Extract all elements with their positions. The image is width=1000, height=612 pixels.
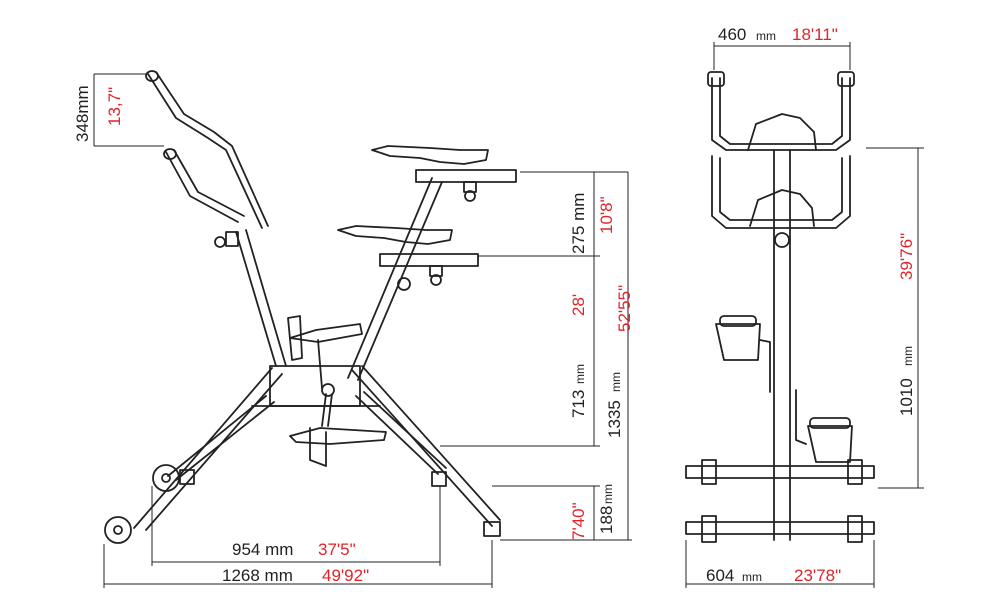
front-view-dimensions bbox=[685, 42, 924, 588]
upper-handle-grip bbox=[146, 71, 158, 81]
front-upper-grip-right bbox=[838, 72, 854, 86]
mid-wheel-hub bbox=[162, 474, 170, 482]
handle-rise-imperial: 13,7" bbox=[105, 87, 124, 126]
upper-pedal-cage bbox=[288, 316, 302, 360]
lower-seat-rail bbox=[380, 254, 478, 266]
front-view-frame bbox=[686, 72, 874, 542]
front-upper-foot-right bbox=[848, 460, 862, 484]
front-crank-right bbox=[796, 390, 806, 444]
front-wheel bbox=[105, 517, 131, 543]
pedal-link bbox=[318, 340, 322, 388]
seat-height-unit: mm bbox=[573, 364, 587, 384]
center-housing bbox=[270, 366, 360, 406]
seat-post-knob bbox=[398, 278, 410, 290]
lower-seat bbox=[338, 226, 452, 244]
foot-height-imperial: 7'40" bbox=[569, 502, 588, 540]
frame-height-value: 1010 bbox=[897, 378, 916, 416]
seat-adjust-metric: 275 mm bbox=[569, 193, 588, 254]
inner-rear-leg bbox=[356, 392, 446, 474]
lower-seat-bracket bbox=[430, 266, 442, 276]
front-upper-foot-left bbox=[702, 460, 716, 484]
front-lower-handlebar bbox=[712, 156, 850, 228]
handle-rise-metric: 348mm bbox=[73, 85, 92, 142]
total-length-imperial: 49'92" bbox=[322, 566, 369, 585]
handle-knob bbox=[215, 237, 225, 247]
mid-wheel bbox=[153, 465, 179, 491]
front-upper-foot-bar bbox=[686, 466, 874, 478]
lower-handle-grip bbox=[164, 149, 176, 159]
rear-upright bbox=[348, 178, 442, 380]
lower-pedal-cage bbox=[310, 428, 326, 466]
seat-height-value: 713 bbox=[569, 390, 588, 418]
front-wheel-hub bbox=[114, 526, 122, 534]
mid-wheel-bracket bbox=[180, 470, 194, 484]
front-view-labels: 460 mm 18'11" 39'76" 1010 mm 604 mm 23'7… bbox=[706, 25, 916, 585]
front-upper-seat bbox=[748, 114, 816, 150]
lower-handlebar bbox=[166, 152, 238, 222]
handle-width-unit: mm bbox=[756, 29, 776, 43]
crank-arm bbox=[322, 394, 332, 426]
upper-pedal bbox=[290, 324, 362, 342]
lower-seat-knob bbox=[431, 275, 441, 285]
front-upper-grip-left bbox=[708, 72, 724, 86]
total-length-metric: 1268 mm bbox=[222, 566, 293, 585]
front-crank-left bbox=[760, 340, 770, 392]
foot-height-unit: mm bbox=[601, 484, 615, 504]
front-lower-seat bbox=[750, 190, 814, 226]
front-pedal-right bbox=[808, 426, 852, 462]
rear-foot-upper bbox=[432, 472, 446, 486]
side-view-labels: 348mm 13,7" 275 mm 10'8" 28' 52'55" 713 … bbox=[73, 85, 634, 585]
handle-width-value: 460 bbox=[718, 25, 746, 44]
front-post-knob bbox=[775, 233, 789, 247]
lower-pedal bbox=[290, 428, 386, 444]
foot-height-value: 188 bbox=[597, 506, 616, 534]
lower-handlebar-inner bbox=[174, 150, 244, 216]
handle-width-imperial: 18'11" bbox=[792, 25, 838, 44]
base-width-value: 604 bbox=[706, 566, 734, 585]
inner-length-imperial: 37'5" bbox=[318, 540, 356, 559]
front-leg bbox=[134, 368, 282, 530]
upper-seat-bracket bbox=[464, 182, 476, 192]
inner-length-metric: 954 mm bbox=[232, 540, 293, 559]
base-width-unit: mm bbox=[742, 570, 762, 584]
seat-adjust-imperial: 10'8" bbox=[597, 196, 616, 234]
front-pedal-right-strap bbox=[810, 418, 850, 428]
total-height-value: 1335 bbox=[605, 400, 624, 438]
crank-hub bbox=[322, 384, 334, 396]
upper-handlebar bbox=[148, 74, 262, 228]
front-lower-foot-bar bbox=[686, 522, 874, 534]
front-lower-foot-right bbox=[848, 516, 862, 542]
upper-seat bbox=[372, 146, 488, 164]
frame-height-unit: mm bbox=[901, 346, 915, 366]
rear-leg bbox=[352, 366, 500, 526]
side-view-frame bbox=[105, 71, 516, 543]
upper-handlebar-inner bbox=[156, 72, 268, 226]
front-lower-foot-left bbox=[702, 516, 716, 542]
mid-section-imperial: 28' bbox=[569, 294, 588, 316]
front-upper-handlebar bbox=[712, 78, 850, 150]
total-height-imperial: 52'55" bbox=[615, 285, 634, 332]
base-width-imperial: 23'78" bbox=[794, 566, 841, 585]
front-upright bbox=[236, 230, 286, 366]
inner-front-leg bbox=[168, 396, 274, 480]
frame-height-imperial: 39'76" bbox=[897, 233, 916, 280]
upper-seat-knob bbox=[465, 191, 475, 201]
rear-foot-lower bbox=[484, 522, 500, 536]
front-pedal-left-strap bbox=[720, 316, 756, 326]
side-view-dimensions bbox=[93, 73, 632, 588]
total-height-unit: mm bbox=[609, 372, 623, 392]
front-pedal-left bbox=[716, 324, 760, 360]
